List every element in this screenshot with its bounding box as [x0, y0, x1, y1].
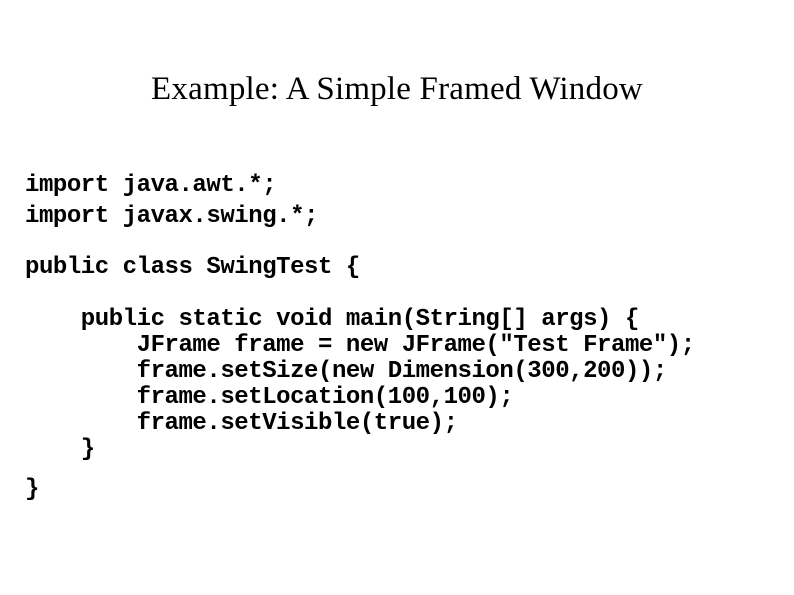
code-line-blank-1: [25, 232, 785, 252]
code-line-set-size: frame.setSize(new Dimension(300,200));: [25, 358, 668, 385]
code-line-close-class-brace: }: [25, 476, 39, 503]
page-title: Example: A Simple Framed Window: [151, 71, 643, 108]
code-line-blank-3: [25, 463, 785, 477]
code-line-jframe-new: JFrame frame = new JFrame("Test Frame");: [25, 332, 696, 359]
code-line-set-location: frame.setLocation(100,100);: [25, 384, 514, 411]
code-line-main-method: public static void main(String[] args) {: [25, 306, 640, 333]
code-block: import java.awt.*; import javax.swing.*; p…: [25, 170, 785, 503]
code-line-class-declaration: public class SwingTest {: [25, 254, 360, 281]
code-line-blank-2: [25, 283, 785, 303]
code-line-import-awt: import java.awt.*;: [25, 172, 277, 199]
code-line-set-visible: frame.setVisible(true);: [25, 410, 458, 437]
code-line-close-method-brace: }: [25, 436, 95, 463]
code-line-import-swing: import javax.swing.*;: [25, 203, 318, 230]
